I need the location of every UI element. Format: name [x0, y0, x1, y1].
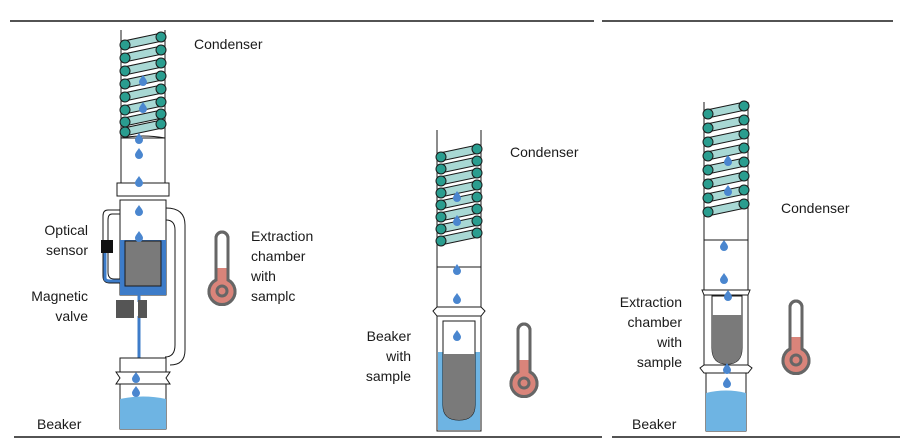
magnetic-valve-label-line: valve [55, 308, 88, 324]
label-line: Extraction [619, 294, 682, 310]
label-line: Extraction [251, 228, 314, 244]
magnetic-valve [138, 300, 147, 318]
thermometer-2 [509, 322, 539, 399]
optical-sensor-label: Optical sensor [20, 220, 88, 260]
beaker-label-1: Beaker [37, 416, 82, 432]
condenser-label-1: Condenser [194, 36, 263, 52]
soxhlet-apparatus [101, 30, 237, 430]
label-line: chamber [251, 248, 306, 264]
extraction-chamber-label-3: Extraction chamber with sample [600, 292, 682, 372]
thermometer-3 [781, 299, 811, 376]
beaker-with-sample-label: Beaker with sample [340, 326, 411, 386]
magnetic-valve-label: Magnetic valve [10, 286, 88, 326]
thermometer-1 [207, 230, 237, 307]
optical-sensor-label-line: Optical [44, 222, 88, 238]
beaker-label-3: Beaker [632, 416, 677, 432]
label-line: with [657, 334, 682, 350]
label-line: sample [365, 368, 411, 384]
magnetic-valve-label-line: Magnetic [31, 288, 88, 304]
label-line: with [251, 268, 276, 284]
condenser-label-3: Condenser [781, 200, 850, 216]
condenser-label-2: Condenser [510, 144, 579, 160]
optical-sensor-label-line: sensor [45, 242, 88, 258]
condenser-tube-1 [119, 30, 167, 139]
hot-extraction-apparatus [432, 130, 539, 432]
optical-sensor [101, 240, 113, 253]
label-line: with [386, 348, 411, 364]
extraction-chamber-label-1: Extraction chamber with samplc [251, 226, 313, 306]
label-line: Beaker [366, 328, 411, 344]
randall-apparatus [699, 100, 811, 432]
label-line: chamber [627, 314, 682, 330]
label-line: samplc [251, 288, 296, 304]
label-line: sample [636, 354, 682, 370]
